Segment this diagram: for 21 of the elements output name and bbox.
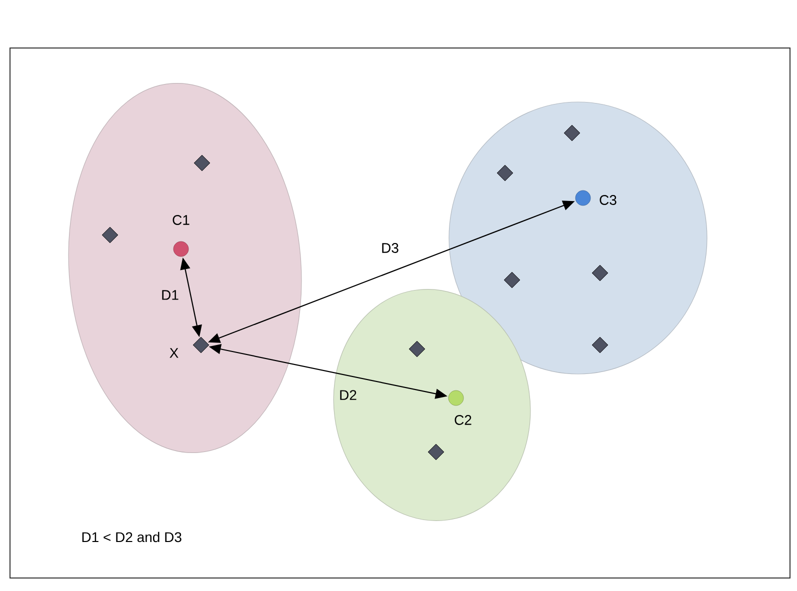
data-point <box>408 340 426 358</box>
data-point <box>192 336 210 354</box>
data-point <box>496 164 514 182</box>
edge-label: D3 <box>382 243 398 253</box>
data-point <box>194 154 210 172</box>
data-point <box>102 226 118 244</box>
point-label: C2 <box>454 415 472 425</box>
note-text: D1 < D2 and D3 <box>82 532 182 542</box>
edge-label: D1 <box>162 290 178 300</box>
data-point <box>564 124 580 142</box>
data-point <box>592 264 608 282</box>
centroid-dot <box>575 190 591 206</box>
edge-label: D2 <box>340 390 356 400</box>
data-point <box>504 272 520 288</box>
data-point <box>428 444 444 460</box>
point-label: C3 <box>600 195 616 205</box>
data-point <box>592 336 608 354</box>
point-label: X <box>170 348 178 358</box>
point-label: C1 <box>172 215 190 225</box>
centroid-dot <box>448 390 464 406</box>
centroid-dot <box>173 241 189 257</box>
